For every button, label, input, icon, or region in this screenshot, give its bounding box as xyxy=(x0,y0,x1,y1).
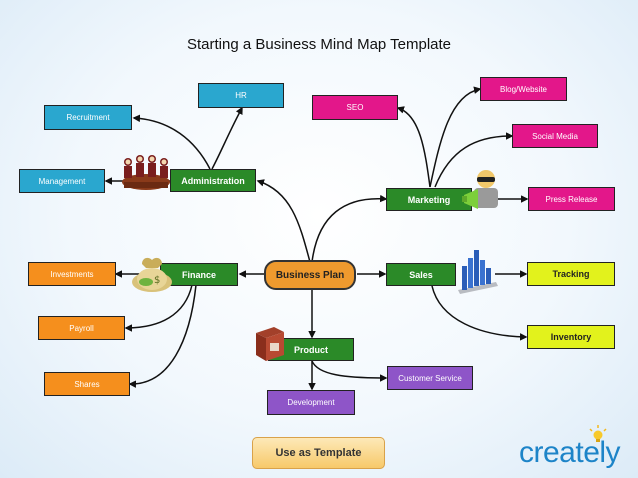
node-blog-website[interactable]: Blog/Website xyxy=(480,77,567,101)
node-shares[interactable]: Shares xyxy=(44,372,130,396)
money-bag-icon: $ xyxy=(132,257,172,292)
use-as-template-button[interactable]: Use as Template xyxy=(252,437,385,469)
bar-chart-icon xyxy=(458,250,498,294)
lightbulb-icon xyxy=(589,425,607,442)
node-inventory[interactable]: Inventory xyxy=(527,325,615,349)
link-admin-recruitment xyxy=(132,114,211,170)
link-finance-shares xyxy=(128,284,197,388)
link-center-admin xyxy=(256,179,311,263)
node-development[interactable]: Development xyxy=(267,390,355,415)
node-recruitment[interactable]: Recruitment xyxy=(44,105,132,130)
link-marketing-seo xyxy=(396,106,431,188)
link-finance-payroll xyxy=(124,284,193,332)
node-seo[interactable]: SEO xyxy=(312,95,398,120)
link-marketing-blog xyxy=(429,86,482,188)
node-investments[interactable]: Investments xyxy=(28,262,116,286)
node-tracking[interactable]: Tracking xyxy=(527,262,615,286)
link-marketing-social xyxy=(434,132,514,188)
node-sales[interactable]: Sales xyxy=(386,263,456,286)
meeting-people-icon xyxy=(122,155,170,190)
node-management[interactable]: Management xyxy=(19,169,105,193)
node-social-media[interactable]: Social Media xyxy=(512,124,598,148)
link-admin-hr xyxy=(211,106,243,170)
node-administration[interactable]: Administration xyxy=(170,169,256,192)
link-center-marketing xyxy=(311,194,388,263)
product-box-icon xyxy=(256,327,284,361)
creately-logo: creately xyxy=(519,424,631,474)
node-press-release[interactable]: Press Release xyxy=(528,187,615,211)
node-business-plan[interactable]: Business Plan xyxy=(264,260,356,290)
svg-text:$: $ xyxy=(154,275,160,286)
megaphone-person-icon xyxy=(462,170,498,209)
node-payroll[interactable]: Payroll xyxy=(38,316,125,340)
node-customer-service[interactable]: Customer Service xyxy=(387,366,473,390)
link-sales-inventory xyxy=(431,285,528,341)
brand-text: creately xyxy=(519,436,621,469)
node-hr[interactable]: HR xyxy=(198,83,284,108)
link-product-customer xyxy=(311,360,388,382)
page-title: Starting a Business Mind Map Template xyxy=(186,36,452,53)
